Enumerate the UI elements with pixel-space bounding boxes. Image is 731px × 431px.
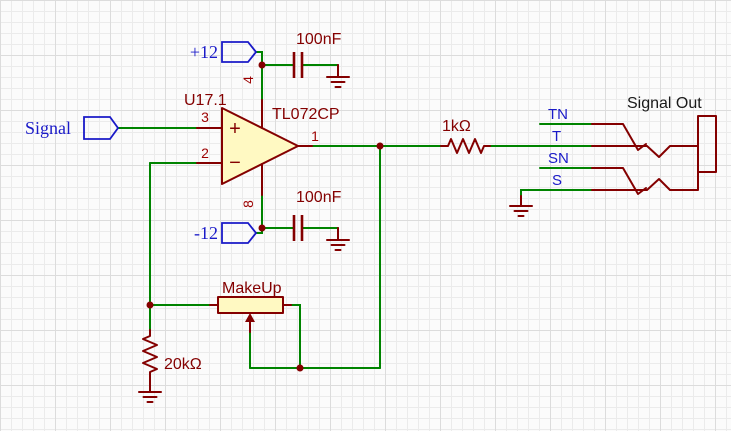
opamp-pin1-number: 1 xyxy=(311,128,319,144)
jack-body xyxy=(697,115,717,173)
resistor-output-zigzag xyxy=(440,138,491,154)
junction-dot xyxy=(146,301,154,309)
netlabel-sn[interactable]: SN xyxy=(548,150,569,167)
opamp-reference[interactable]: U17.1 xyxy=(184,92,227,109)
junction-dot xyxy=(376,142,384,150)
junctions xyxy=(146,61,384,372)
opamp-plus-sign: + xyxy=(229,118,241,140)
pot-body xyxy=(217,296,284,314)
capacitor-bottom[interactable]: 100nF xyxy=(292,189,342,241)
resistor-feedback-zigzag xyxy=(142,329,158,381)
potentiometer-makeup[interactable]: MakeUp xyxy=(209,280,292,333)
cap-bottom-value[interactable]: 100nF xyxy=(296,189,342,206)
netlabel-tn[interactable]: TN xyxy=(548,106,568,123)
junction-dot xyxy=(296,364,304,372)
opamp-pin8-number: 8 xyxy=(240,200,256,208)
hlabel-minus12[interactable]: -12 xyxy=(194,222,258,244)
resistor-feedback-value[interactable]: 20kΩ xyxy=(164,356,202,373)
hlabel-plus12[interactable]: +12 xyxy=(190,41,258,63)
capacitor-top[interactable]: 100nF xyxy=(292,31,342,78)
netlabel-s[interactable]: S xyxy=(552,172,562,189)
junction-dot xyxy=(258,224,266,232)
wire-net-s[interactable] xyxy=(520,189,593,197)
resistor-output[interactable]: 1kΩ xyxy=(440,118,491,154)
ground-cap-top[interactable] xyxy=(326,64,350,88)
jack-value[interactable]: Signal Out xyxy=(627,95,702,112)
netlabel-t[interactable]: T xyxy=(552,128,561,145)
opamp-pin2-number: 2 xyxy=(201,145,209,161)
hlabel-signal-shape xyxy=(83,116,120,140)
pot-wiper-arrowhead xyxy=(245,313,255,322)
hlabel-signal-text: Signal xyxy=(25,118,71,138)
wire-pot-right-down[interactable] xyxy=(290,304,301,369)
opamp-u17-1[interactable]: + − 3 2 1 4 8 U17.1 TL072CP xyxy=(184,76,340,208)
jack-contact-tip xyxy=(611,145,699,158)
resistor-output-value[interactable]: 1kΩ xyxy=(442,118,471,135)
resistor-feedback[interactable]: 20kΩ xyxy=(142,329,202,381)
jack-contact-sleeve xyxy=(611,171,699,191)
opamp-value[interactable]: TL072CP xyxy=(272,106,340,123)
jack-signal-out[interactable]: Signal Out xyxy=(591,95,717,195)
opamp-triangle xyxy=(221,107,299,185)
hlabel-plus12-text: +12 xyxy=(190,42,218,62)
hlabel-minus12-shape xyxy=(221,222,258,244)
hlabel-signal[interactable]: Signal xyxy=(25,116,120,140)
wire-plus12[interactable] xyxy=(255,51,263,66)
hlabel-minus12-text: -12 xyxy=(194,223,218,243)
ground-jack[interactable] xyxy=(509,195,533,217)
ground-cap-bottom[interactable] xyxy=(326,227,350,251)
opamp-pin4-number: 4 xyxy=(240,76,256,84)
opamp-pin3-number: 3 xyxy=(201,109,209,125)
hlabel-plus12-shape xyxy=(221,41,258,63)
opamp-minus-sign: − xyxy=(229,152,241,174)
ground-feedback[interactable] xyxy=(138,379,162,403)
pot-value[interactable]: MakeUp xyxy=(222,280,282,297)
cap-top-value[interactable]: 100nF xyxy=(296,31,342,48)
junction-dot xyxy=(258,61,266,69)
